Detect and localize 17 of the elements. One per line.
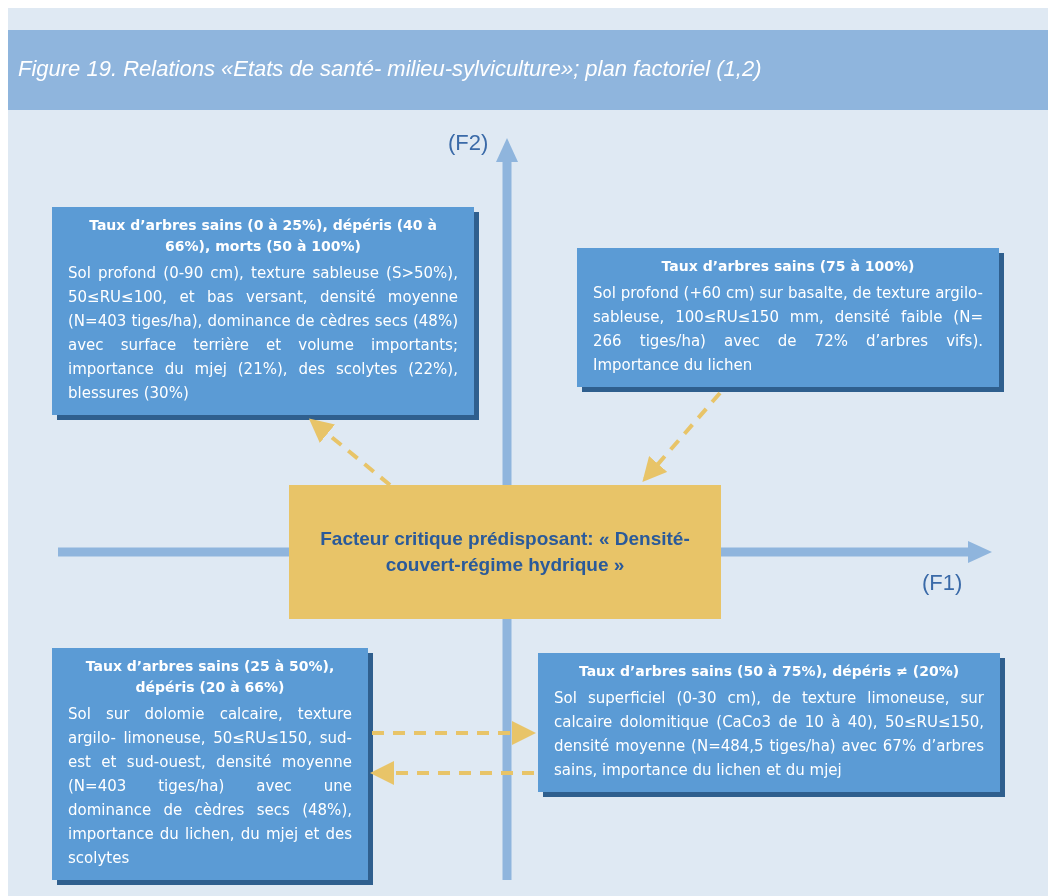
axis-label: (F2) — [448, 130, 489, 156]
box-heading: Taux d’arbres sains (75 à 100%) — [660, 257, 916, 276]
dashed-arrow — [372, 721, 536, 745]
figure-title: Figure 19. Relations «Etats de santé- milieu-sylviculture»; plan factoriel (1,2) — [18, 56, 762, 82]
axis-label: (F1) — [922, 570, 963, 596]
box-description: Sol superficiel (0-30 cm), de texture limoneuse, sur calcaire dolomitique (CaCo3 de 10 à 40), 50≤RU≤150, densité moyenne (N=484,5 tiges/ha) avec 67% d’arbres sains, importance du lichen et du mjej — [554, 688, 984, 781]
box-heading: Taux d’arbres sains (25 à 50%), dépéris (20 à 66%) — [84, 657, 336, 697]
central-factor-box — [289, 485, 721, 619]
dashed-arrow — [370, 761, 534, 785]
dashed-arrow — [642, 391, 722, 482]
factor-text: Facteur critique prédisposant: « Densité-couvert-régime hydrique » — [319, 527, 691, 577]
box-description: Sol profond (+60 cm) sur basalte, de texture argilo-sableuse, 100≤RU≤150 mm, densité faible (N= 266 tiges/ha) avec de 72% d’arbres vifs). Importance du lichen — [593, 283, 983, 376]
dashed-arrow — [308, 418, 392, 487]
box-description: Sol sur dolomie calcaire, texture argilo- limoneuse, 50≤RU≤150, sud-est et sud-ouest, densité moyenne (N=403 tiges/ha) avec une dominance de cèdres secs (48%), importance du lichen, du mjej et des scolytes — [68, 704, 352, 869]
box-heading: Taux d’arbres sains (50 à 75%), dépéris ≠ (20%) — [577, 662, 961, 681]
box-heading: Taux d’arbres sains (0 à 25%), dépéris (40 à 66%), morts (50 à 100%) — [88, 216, 438, 256]
box-description: Sol profond (0-90 cm), texture sableuse (S>50%), 50≤RU≤100, et bas versant, densité moyenne (N=403 tiges/ha), dominance de cèdres secs (48%) avec surface terrière et volume importants; importance du mjej (21%), des scolytes (22%), blessures (30%) — [68, 263, 458, 404]
